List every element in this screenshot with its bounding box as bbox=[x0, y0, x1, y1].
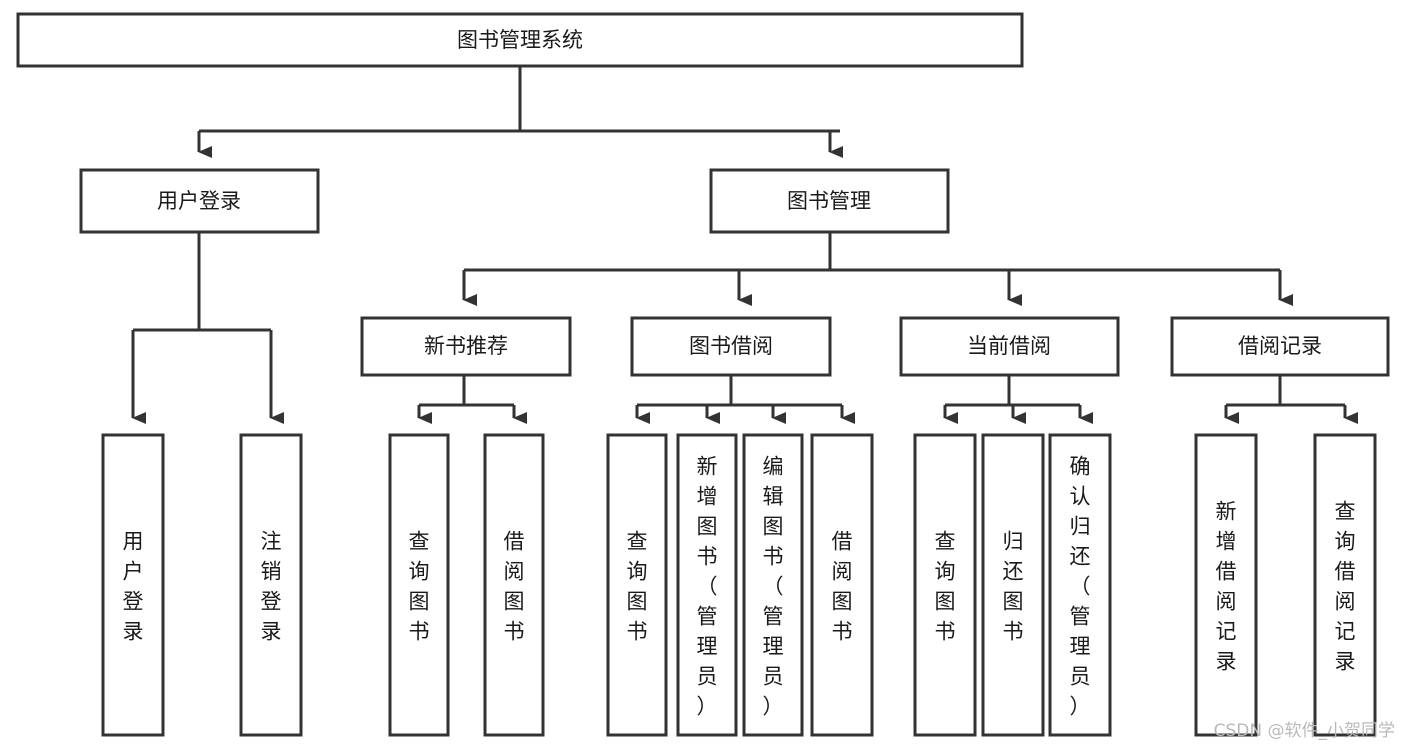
node-leaf-user-logout[interactable]: 注销登录 bbox=[239, 433, 303, 737]
node-leaf-query-borrow-record[interactable]: 查询借阅记录 bbox=[1313, 433, 1377, 737]
node-leaf-return-book[interactable]: 归还图书 bbox=[981, 433, 1045, 737]
node-leaf-query-book-2-label: 查询图书 bbox=[627, 529, 648, 643]
node-current-borrow-box[interactable] bbox=[899, 316, 1120, 377]
node-root[interactable]: 图书管理系统 bbox=[16, 12, 1024, 68]
node-leaf-return-book-label: 归还图书 bbox=[1003, 529, 1024, 643]
node-leaf-query-book-1-box[interactable] bbox=[388, 433, 450, 737]
node-leaf-confirm-return-label: 确认归还（管理员） bbox=[1070, 454, 1091, 718]
node-new-book-recommend-box[interactable] bbox=[360, 316, 572, 377]
node-root-label: 图书管理系统 bbox=[457, 28, 583, 52]
node-leaf-query-borrow-record-box[interactable] bbox=[1313, 433, 1377, 737]
connectors bbox=[131, 66, 1358, 424]
node-leaf-user-login-label: 用户登录 bbox=[123, 529, 144, 643]
node-leaf-query-book-2[interactable]: 查询图书 bbox=[606, 433, 668, 737]
node-leaf-user-logout-label: 注销登录 bbox=[261, 529, 282, 643]
node-leaf-query-book-2-box[interactable] bbox=[606, 433, 668, 737]
node-leaf-query-borrow-record-label: 查询借阅记录 bbox=[1335, 499, 1356, 673]
node-leaf-borrow-book-2-box[interactable] bbox=[810, 433, 874, 737]
node-leaf-user-login-box[interactable] bbox=[101, 433, 165, 737]
node-leaf-edit-book[interactable]: 编辑图书（管理员） bbox=[742, 433, 804, 737]
node-leaf-borrow-book-1-label: 借阅图书 bbox=[504, 529, 525, 643]
node-leaf-edit-book-label: 编辑图书（管理员） bbox=[763, 454, 784, 718]
node-book-management-box[interactable] bbox=[709, 168, 950, 234]
node-current-borrow[interactable]: 当前借阅 bbox=[899, 316, 1120, 377]
node-root-box[interactable] bbox=[16, 12, 1024, 68]
node-leaf-add-book[interactable]: 新增图书（管理员） bbox=[676, 433, 738, 737]
node-leaf-add-borrow-record-label: 新增借阅记录 bbox=[1216, 499, 1237, 673]
node-leaf-confirm-return[interactable]: 确认归还（管理员） bbox=[1048, 433, 1112, 737]
node-new-book-recommend-label: 新书推荐 bbox=[424, 334, 508, 358]
node-user-login[interactable]: 用户登录 bbox=[79, 168, 320, 234]
node-leaf-add-borrow-record[interactable]: 新增借阅记录 bbox=[1194, 433, 1258, 737]
node-book-management[interactable]: 图书管理 bbox=[709, 168, 950, 234]
leaf-nodes: 用户登录 注销登录 查询图书 借阅图书 查询图书 新增图书（管理员） 编辑图书（管理员） 借阅… bbox=[101, 433, 1377, 737]
node-user-login-box[interactable] bbox=[79, 168, 320, 234]
node-leaf-query-book-3-label: 查询图书 bbox=[935, 529, 956, 643]
node-leaf-add-borrow-record-box[interactable] bbox=[1194, 433, 1258, 737]
node-book-management-label: 图书管理 bbox=[787, 189, 871, 213]
node-leaf-borrow-book-1[interactable]: 借阅图书 bbox=[483, 433, 545, 737]
node-leaf-query-book-3[interactable]: 查询图书 bbox=[913, 433, 977, 737]
node-new-book-recommend[interactable]: 新书推荐 bbox=[360, 316, 572, 377]
node-leaf-add-book-box[interactable] bbox=[676, 433, 738, 737]
node-leaf-return-book-box[interactable] bbox=[981, 433, 1045, 737]
node-book-borrow-box[interactable] bbox=[630, 316, 832, 377]
node-leaf-borrow-book-1-box[interactable] bbox=[483, 433, 545, 737]
node-borrow-record-label: 借阅记录 bbox=[1238, 334, 1322, 358]
node-current-borrow-label: 当前借阅 bbox=[967, 334, 1051, 358]
node-book-borrow[interactable]: 图书借阅 bbox=[630, 316, 832, 377]
node-leaf-query-book-1-label: 查询图书 bbox=[409, 529, 430, 643]
node-leaf-add-book-label: 新增图书（管理员） bbox=[697, 454, 718, 718]
node-leaf-borrow-book-2-label: 借阅图书 bbox=[832, 529, 853, 643]
node-leaf-edit-book-box[interactable] bbox=[742, 433, 804, 737]
node-leaf-query-book-1[interactable]: 查询图书 bbox=[388, 433, 450, 737]
node-leaf-borrow-book-2[interactable]: 借阅图书 bbox=[810, 433, 874, 737]
node-leaf-user-logout-box[interactable] bbox=[239, 433, 303, 737]
node-leaf-query-book-3-box[interactable] bbox=[913, 433, 977, 737]
node-leaf-confirm-return-box[interactable] bbox=[1048, 433, 1112, 737]
node-leaf-user-login[interactable]: 用户登录 bbox=[101, 433, 165, 737]
node-borrow-record-box[interactable] bbox=[1170, 316, 1390, 377]
node-book-borrow-label: 图书借阅 bbox=[689, 334, 773, 358]
node-borrow-record[interactable]: 借阅记录 bbox=[1170, 316, 1390, 377]
node-user-login-label: 用户登录 bbox=[157, 189, 241, 213]
